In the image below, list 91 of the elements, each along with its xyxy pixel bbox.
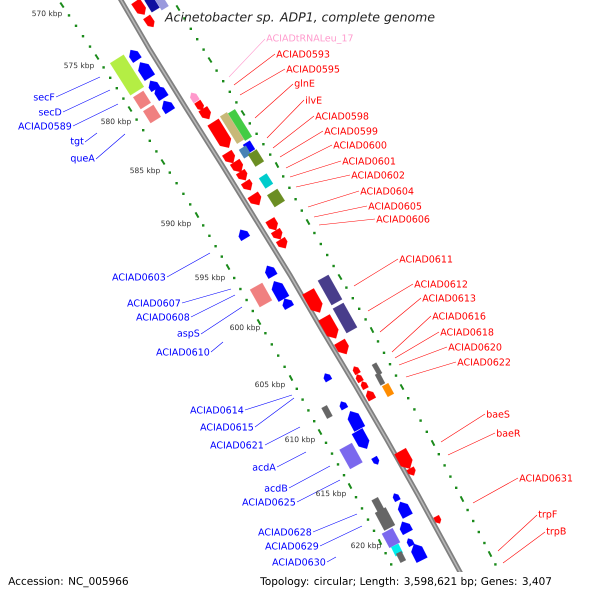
- leader-line: [312, 514, 358, 532]
- leader-line: [320, 526, 362, 546]
- gene-label: ACIAD0612: [414, 280, 467, 288]
- leader-line: [290, 160, 342, 178]
- gene-label: ACIAD0604: [360, 187, 414, 195]
- gene-label: ACIAD0616: [432, 312, 486, 320]
- gene-label: trpB: [546, 528, 566, 536]
- gene-label: ACIAD0629: [265, 542, 318, 550]
- leader-line: [254, 398, 294, 428]
- leader-line: [326, 556, 336, 562]
- info-text: Accession: NC_005966: [8, 576, 128, 588]
- gene-label: secF: [34, 93, 54, 101]
- leader-line: [406, 362, 456, 378]
- leader-line: [314, 206, 368, 218]
- leader-line: [264, 426, 300, 446]
- leader-line: [288, 466, 330, 488]
- leader-line: [440, 414, 486, 442]
- gene-label: queA: [70, 154, 95, 164]
- gene-label: acdB: [264, 484, 288, 492]
- leader-line: [210, 342, 224, 352]
- leader-line: [84, 132, 98, 142]
- gene-label: ACIAD0618: [440, 328, 494, 336]
- leader-line: [392, 316, 432, 352]
- leader-line: [244, 394, 292, 410]
- gene-label: baeR: [497, 429, 520, 437]
- gene-label: ACIADtRNALeu_17: [266, 34, 353, 44]
- gene-label: tgt: [70, 138, 84, 146]
- gene-label: ACIAD0611: [399, 255, 452, 263]
- leader-line: [190, 294, 236, 318]
- leader-line: [394, 332, 440, 358]
- gene-label: trpF: [538, 510, 557, 520]
- gene-label: ACIAD0630: [272, 558, 326, 566]
- gene-label: ACIAD0631: [519, 474, 572, 482]
- gene-label: ACIAD0610: [156, 348, 210, 356]
- gene-label: ACIAD0602: [351, 171, 404, 179]
- gene-label: ACIAD0608: [136, 313, 190, 321]
- gene-label: ACIAD0614: [190, 406, 244, 414]
- gene-label: ACIAD0599: [324, 127, 378, 135]
- gene-label: ACIAD0621: [210, 441, 263, 449]
- gene-label: ACIAD0595: [286, 65, 340, 73]
- gene-label: ACIAD0603: [112, 273, 166, 281]
- gene-label: ACIAD0625: [242, 498, 295, 506]
- leader-line: [272, 116, 314, 148]
- leader-line: [308, 190, 360, 208]
- leader-line: [96, 134, 126, 160]
- leader-line: [182, 288, 232, 304]
- gene-label: ACIAD0605: [368, 202, 422, 210]
- leader-line: [166, 252, 210, 278]
- leader-line: [240, 68, 286, 96]
- leader-line: [72, 104, 118, 126]
- gene-label: glnE: [294, 79, 314, 89]
- gene-label: ACIAD0593: [276, 50, 330, 58]
- leader-line: [502, 532, 546, 564]
- leader-line: [448, 432, 496, 456]
- gene-label: ACIAD0613: [422, 294, 476, 302]
- gene-label: ACIAD0628: [258, 528, 312, 536]
- gene-label: secD: [38, 108, 62, 116]
- leader-line: [200, 306, 242, 334]
- leader-line: [234, 54, 276, 86]
- leader-line: [318, 218, 376, 226]
- leader-line: [398, 346, 448, 366]
- gene-label: baeS: [487, 410, 510, 418]
- leader-line: [62, 90, 110, 112]
- leader-line: [254, 84, 294, 118]
- leader-line: [296, 174, 350, 188]
- gene-label: acdA: [252, 463, 276, 471]
- leader-line: [228, 38, 266, 78]
- leader-line: [380, 298, 422, 332]
- gene-label: aspS: [178, 329, 200, 339]
- gene-label: ACIAD0600: [333, 141, 386, 149]
- gene-label: ACIAD0622: [457, 358, 510, 366]
- leader-line: [286, 144, 332, 168]
- leader-line: [56, 76, 100, 98]
- gene-label: ACIAD0598: [315, 112, 368, 120]
- title: Acinetobacter sp. ADP1, complete genome: [164, 12, 434, 24]
- leader-line: [472, 478, 518, 504]
- leader-line: [296, 480, 340, 502]
- gene-label: ACIAD0620: [448, 343, 502, 351]
- gene-label: ilvE: [306, 96, 322, 104]
- leader-line: [368, 284, 414, 312]
- leader-line: [280, 130, 324, 158]
- gene-label: ACIAD0615: [200, 423, 253, 431]
- leader-line: [266, 100, 304, 138]
- leader-line: [498, 514, 538, 552]
- gene-label: ACIAD0606: [376, 215, 430, 223]
- info-text: Topology: circular; Length: 3,598,621 bp; Genes: 3,407: [260, 576, 552, 588]
- gene-label: ACIAD0601: [342, 157, 396, 165]
- gene-label: ACIAD0589: [18, 122, 72, 130]
- leader-line: [354, 258, 398, 286]
- leader-line: [276, 452, 306, 468]
- gene-label: ACIAD0607: [127, 299, 180, 307]
